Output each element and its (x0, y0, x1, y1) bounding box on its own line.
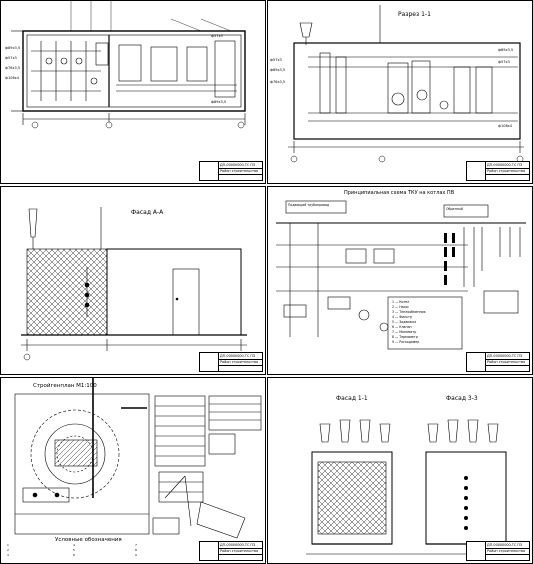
stamp-org: Район строительства (220, 169, 259, 173)
sheet-title-left: Фасад 1-1 (336, 395, 368, 402)
stamp-org: Район строительства (220, 549, 259, 553)
svg-text:ф108х4: ф108х4 (5, 76, 20, 80)
svg-text:2 — Насос: 2 — Насос (392, 305, 409, 309)
stamp-code: ДП-00000000-ТС ПЗ (220, 543, 256, 547)
site-plan-drawing: 123 456 789 (7, 378, 262, 557)
svg-text:8: 8 (135, 548, 137, 552)
svg-text:6: 6 (73, 553, 75, 557)
legend-title: Условные обозначения (55, 537, 122, 543)
sheet-facade-a-a: Фасад А-А ДП-00000000-ТС ПЗ (0, 186, 266, 375)
sheet-schematic: Принципиальная схема ТКУ на котлах ПВ (267, 186, 533, 375)
svg-text:ф57х3: ф57х3 (5, 56, 17, 60)
sheet-title: Фасад А-А (131, 209, 164, 216)
svg-text:7 — Манометр: 7 — Манометр (392, 330, 416, 334)
stamp-code: ДП-00000000-ТС ПЗ (487, 354, 523, 358)
title-block: ДП-00000000-ТС ПЗ Район строительства (199, 352, 263, 372)
sheet-title: Разрез 1-1 (398, 11, 431, 18)
sheet-plan: ф89х3,5 ф57х3 ф76х3,5 ф108х4 ф57х3 ф89х3,5 Д… (0, 0, 266, 184)
title-block: ДП-00000000-ТС ПЗ Район строительства (199, 161, 263, 181)
stamp-code: ДП-00000000-ТС ПЗ (220, 354, 256, 358)
schema-box-1: Подающий трубопровод (288, 203, 330, 207)
svg-text:3 — Теплообменник: 3 — Теплообменник (392, 310, 426, 314)
svg-text:1 — Котел: 1 — Котел (392, 300, 409, 304)
sheet-title-right: Фасад 3-3 (446, 395, 478, 402)
title-block: ДП-00000000-ТС ПЗ Район строительства (466, 541, 530, 561)
schema-box-2: Обратный (446, 207, 463, 211)
svg-text:8 — Термометр: 8 — Термометр (392, 335, 418, 339)
stamp-code: ДП-00000000-ТС ПЗ (487, 163, 523, 167)
svg-text:ф76х3,5: ф76х3,5 (270, 80, 285, 84)
title-block: ДП-00000000-ТС ПЗ Район строительства (466, 352, 530, 372)
facades-drawing (306, 419, 512, 555)
svg-text:ф89х3,5: ф89х3,5 (270, 68, 285, 72)
svg-text:ф89х3,5: ф89х3,5 (5, 46, 20, 50)
svg-text:2: 2 (7, 548, 9, 552)
svg-text:ф57х3: ф57х3 (498, 60, 510, 64)
svg-text:4: 4 (73, 543, 75, 547)
title-block: ДП-00000000-ТС ПЗ Район строительства (199, 541, 263, 561)
svg-text:3: 3 (7, 553, 9, 557)
svg-text:4 — Фильтр: 4 — Фильтр (392, 315, 412, 319)
svg-text:5: 5 (73, 548, 75, 552)
svg-text:1: 1 (7, 543, 9, 547)
stamp-org: Район строительства (487, 169, 526, 173)
svg-text:6 — Клапан: 6 — Клапан (392, 325, 412, 329)
svg-text:ф57х3: ф57х3 (270, 58, 282, 62)
sheet-title: Стройгенплан М1:100 (33, 383, 97, 389)
sheet-facades-1-1-3-3: Фасад 1-1 Фасад 3-3 (267, 377, 533, 564)
svg-text:9: 9 (135, 553, 137, 557)
stamp-org: Район строительства (487, 360, 526, 364)
svg-text:ф57х3: ф57х3 (211, 34, 223, 38)
svg-text:ф76х3,5: ф76х3,5 (5, 66, 20, 70)
svg-text:7: 7 (135, 543, 137, 547)
sheet-title: Принципиальная схема ТКУ на котлах ПВ (344, 190, 455, 196)
svg-text:9 — Расходомер: 9 — Расходомер (392, 340, 419, 344)
title-block: ДП-00000000-ТС ПЗ Район строительства (466, 161, 530, 181)
stamp-org: Район строительства (487, 549, 526, 553)
stamp-code: ДП-00000000-ТС ПЗ (220, 163, 256, 167)
svg-text:5 — Задвижка: 5 — Задвижка (392, 320, 416, 324)
section-drawing: ф57х3 ф89х3,5 ф76х3,5 ф89х3,5 ф57х3 ф108х4 (270, 5, 524, 163)
svg-text:ф89х3,5: ф89х3,5 (211, 100, 226, 104)
plan-drawing: ф89х3,5 ф57х3 ф76х3,5 ф108х4 ф57х3 ф89х3,5 (5, 1, 246, 129)
svg-text:ф89х3,5: ф89х3,5 (498, 48, 513, 52)
stamp-org: Район строительства (220, 360, 259, 364)
sheet-site-plan: Стройгенплан М1:100 (0, 377, 266, 564)
stamp-code: ДП-00000000-ТС ПЗ (487, 543, 523, 547)
facade-drawing (21, 207, 247, 361)
svg-text:ф108х4: ф108х4 (498, 124, 513, 128)
